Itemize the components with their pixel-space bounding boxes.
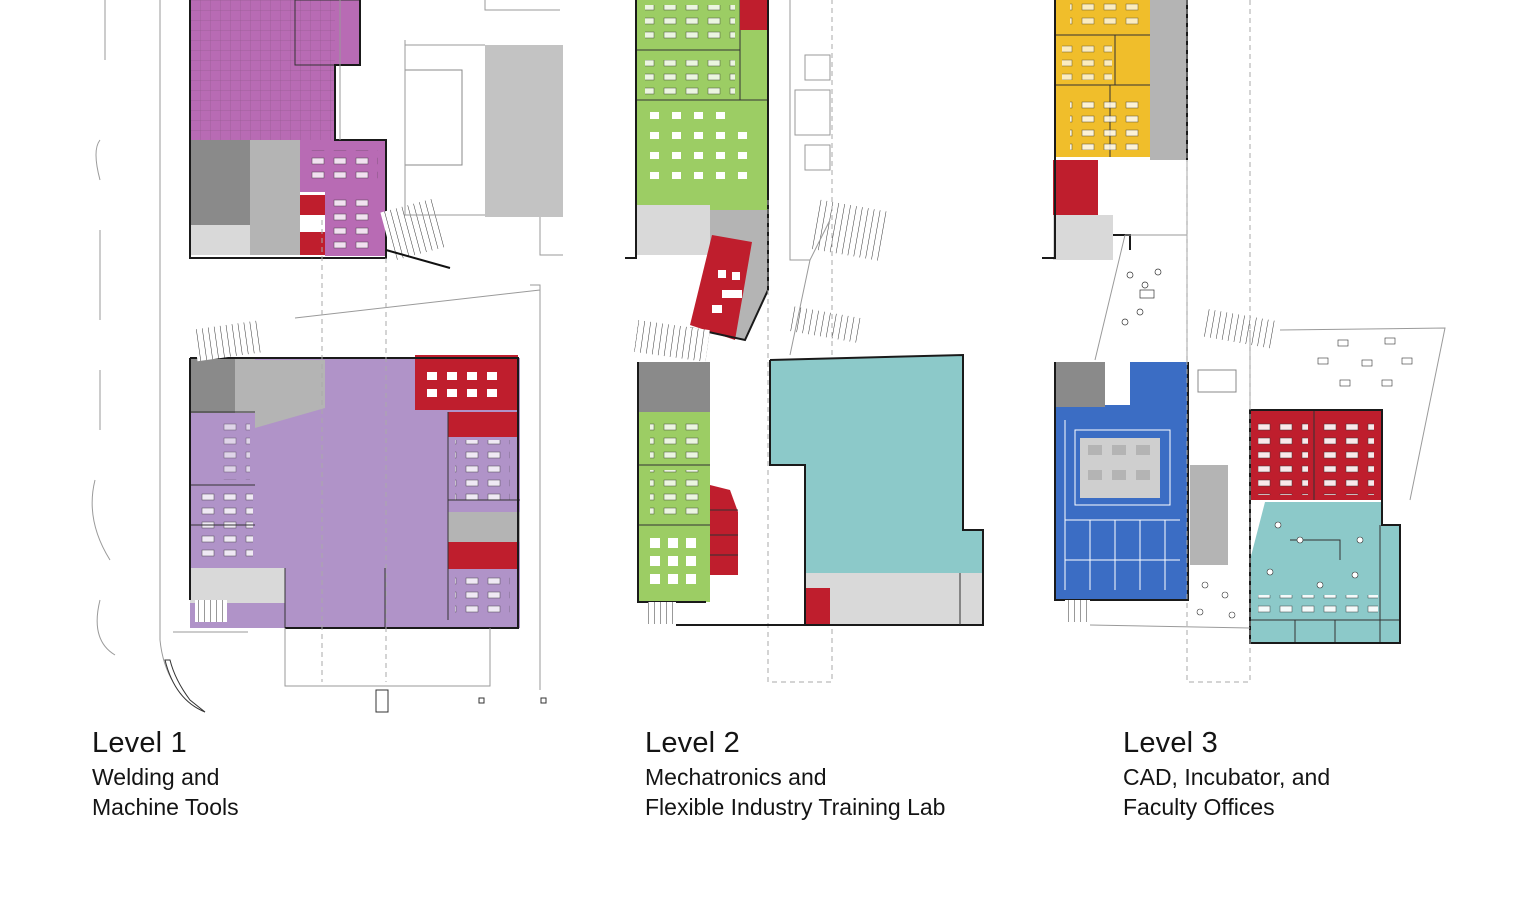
level-1-desc-line2: Machine Tools — [92, 794, 239, 820]
level-2-title: Level 2 — [645, 727, 740, 759]
level-2-desc-line1: Mechatronics and — [645, 764, 827, 790]
level-1-caption: Level 1 Welding and Machine Tools — [92, 726, 239, 822]
level2-red-room — [690, 235, 752, 340]
level-3-description: CAD, Incubator, and Faculty Offices — [1123, 762, 1330, 822]
floor-plans — [91, 0, 1446, 713]
level-3-desc-line2: Faculty Offices — [1123, 794, 1275, 820]
level2-flexible-training-lab — [770, 355, 983, 573]
level3-faculty-offices — [1055, 405, 1188, 600]
level-1-title: Level 1 — [92, 727, 187, 759]
level-2-description: Mechatronics and Flexible Industry Train… — [645, 762, 945, 822]
level-1-plan — [91, 0, 563, 713]
level-2-desc-line2: Flexible Industry Training Lab — [645, 794, 946, 820]
level-3-caption: Level 3 CAD, Incubator, and Faculty Offi… — [1123, 726, 1330, 822]
level-2-plan — [625, 0, 984, 683]
level-3-title: Level 3 — [1123, 727, 1218, 759]
level-3-plan — [1042, 0, 1446, 683]
level-1-description: Welding and Machine Tools — [92, 762, 239, 822]
level-1-desc-line1: Welding and — [92, 764, 220, 790]
level-2-caption: Level 2 Mechatronics and Flexible Indust… — [645, 726, 945, 822]
level-3-desc-line1: CAD, Incubator, and — [1123, 764, 1331, 790]
